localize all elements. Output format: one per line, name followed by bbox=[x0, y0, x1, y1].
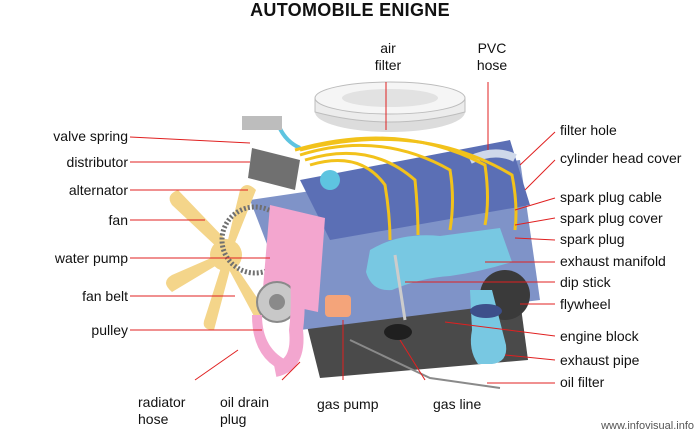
distributor-shape bbox=[248, 148, 300, 190]
oil-filter-shape bbox=[470, 304, 502, 318]
label-spark-plug-cover: spark plug cover bbox=[560, 210, 663, 226]
label-fan: fan bbox=[108, 212, 128, 228]
label-dip-stick: dip stick bbox=[560, 274, 611, 290]
oil-drain-plug-shape bbox=[384, 324, 412, 340]
label-gas-line: gas line bbox=[433, 396, 482, 412]
spark-plug-cables bbox=[294, 136, 518, 241]
radiator-hose-shape bbox=[252, 315, 290, 372]
label-water-pump: water pump bbox=[54, 250, 128, 266]
label-flywheel: flywheel bbox=[560, 296, 611, 312]
exhaust-manifold-shape bbox=[366, 228, 512, 291]
label-spark-plug: spark plug bbox=[560, 231, 625, 247]
air-filter-center bbox=[342, 89, 438, 107]
label-cylinder-head-cover: cylinder head cover bbox=[560, 150, 682, 166]
label-fan-belt: fan belt bbox=[82, 288, 128, 304]
label-filter-hole: filter hole bbox=[560, 122, 617, 138]
label-exhaust-pipe: exhaust pipe bbox=[560, 352, 640, 368]
radiator-hose-pipe bbox=[273, 254, 305, 377]
label-air-filter: air filter bbox=[374, 40, 402, 73]
label-engine-block: engine block bbox=[560, 328, 639, 344]
label-oil-filter: oil filter bbox=[560, 374, 605, 390]
label-gas-pump: gas pump bbox=[317, 396, 379, 412]
gas-pump-shape bbox=[325, 295, 351, 317]
page-title: AUTOMOBILE ENIGNE bbox=[250, 0, 450, 20]
fan-shape bbox=[166, 185, 264, 330]
valve-cover-bracket bbox=[242, 116, 282, 130]
label-radiator-hose: radiator hose bbox=[138, 394, 186, 427]
label-valve-spring: valve spring bbox=[53, 128, 128, 144]
gas-line-shape bbox=[349, 339, 501, 389]
label-oil-drain-plug: oil drain plug bbox=[220, 394, 270, 427]
pulley-hub bbox=[269, 294, 285, 310]
leader-lines bbox=[129, 82, 556, 384]
label-distributor: distributor bbox=[66, 154, 128, 170]
distributor-cap bbox=[320, 170, 340, 190]
dip-stick-shape bbox=[393, 254, 407, 321]
label-alternator: alternator bbox=[68, 182, 128, 198]
label-exhaust-manifold: exhaust manifold bbox=[560, 253, 666, 269]
label-spark-plug-cable: spark plug cable bbox=[560, 189, 662, 205]
credit-text: www.infovisual.info bbox=[601, 420, 694, 432]
label-pulley: pulley bbox=[91, 322, 128, 338]
label-pvc-hose: PVC hose bbox=[476, 40, 508, 73]
